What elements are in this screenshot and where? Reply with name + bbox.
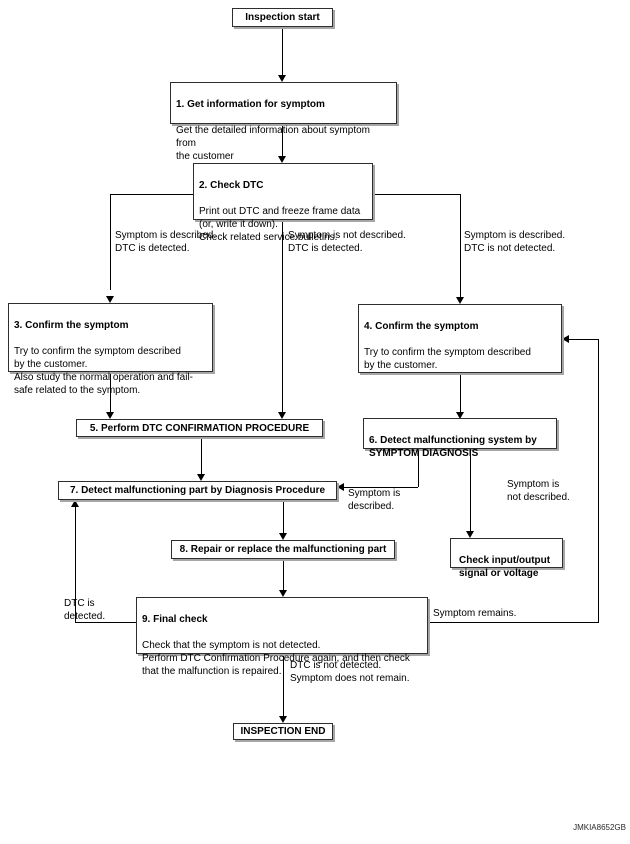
node-label: Inspection start	[245, 12, 320, 23]
node-body: Try to confirm the symptom described by …	[364, 347, 531, 371]
edge-label-symptom-is-described: Symptom is described.	[348, 488, 401, 512]
node-title: 2. Check DTC	[199, 180, 264, 191]
node-inspection-start: Inspection start	[232, 8, 333, 27]
node-inspection-end: INSPECTION END	[233, 723, 333, 740]
connector-6-to-7-v	[418, 449, 419, 487]
edge-label-dtc-not-detected-no-symptom: DTC is not detected. Symptom does not re…	[290, 660, 410, 684]
node-title: 3. Confirm the symptom	[14, 320, 129, 331]
connector-2-to-3	[110, 194, 111, 290]
connector-9-to-4-feedback-h1	[428, 622, 599, 623]
node-title: 4. Confirm the symptom	[364, 321, 479, 332]
connector-9-to-end	[283, 654, 284, 716]
connector-7-to-8	[283, 500, 284, 533]
connector-2-to-5	[282, 220, 283, 412]
node-title: 8. Repair or replace the malfunctioning …	[179, 544, 387, 555]
node-step-5-dtc-confirmation: 5. Perform DTC CONFIRMATION PROCEDURE	[76, 419, 323, 437]
connector-9-to-4-feedback-v	[598, 339, 599, 623]
connector-4-to-6	[460, 373, 461, 412]
connector-8-to-9	[283, 559, 284, 590]
arrowhead-down-icon	[279, 716, 287, 723]
arrowhead-down-icon	[466, 531, 474, 538]
edge-label-symptom-described-dtc-not-detected: Symptom is described. DTC is not detecte…	[464, 230, 566, 254]
arrowhead-down-icon	[106, 296, 114, 303]
arrowhead-down-icon	[278, 156, 286, 163]
edge-label-symptom-remains: Symptom remains.	[433, 608, 517, 619]
node-title: 6. Detect malfunctioning system by SYMPT…	[369, 435, 537, 459]
arrowhead-left-icon	[337, 483, 344, 491]
node-title: 7. Detect malfunctioning part by Diagnos…	[69, 485, 326, 496]
arrowhead-down-icon	[278, 412, 286, 419]
connector-9-to-7-feedback-h	[75, 622, 136, 623]
edge-label-symptom-is-not-described: Symptom is not described.	[507, 479, 570, 503]
node-body: Get the detailed information about sympt…	[176, 125, 370, 162]
node-title: Check input/output signal or voltage	[459, 555, 551, 579]
node-check-input-output: Check input/output signal or voltage	[450, 538, 563, 579]
node-step-9-final-check: 9. Final check Check that the symptom is…	[136, 597, 428, 677]
node-step-3-confirm-symptom: 3. Confirm the symptom Try to confirm th…	[8, 303, 213, 396]
node-title: 1. Get information for symptom	[176, 99, 325, 110]
node-body: Check that the symptom is not detected. …	[142, 640, 410, 677]
edge-label-symptom-described-dtc-detected: Symptom is described. DTC is detected.	[115, 230, 217, 254]
arrowhead-down-icon	[197, 474, 205, 481]
edge-label-dtc-is-detected: DTC is detected.	[64, 598, 106, 622]
arrowhead-down-icon	[456, 412, 464, 419]
node-step-1-get-information: 1. Get information for symptom Get the d…	[170, 82, 397, 162]
figure-code: JMKIA8652GB	[573, 823, 626, 832]
node-label: INSPECTION END	[240, 726, 326, 737]
node-title: 9. Final check	[142, 614, 208, 625]
connector-5-to-7	[201, 437, 202, 474]
node-step-4-confirm-symptom: 4. Confirm the symptom Try to confirm th…	[358, 304, 562, 373]
connector-start-to-1	[282, 27, 283, 76]
node-step-8-repair-replace: 8. Repair or replace the malfunctioning …	[171, 540, 395, 559]
node-body: Try to confirm the symptom described by …	[14, 346, 193, 396]
node-step-7-diagnosis-procedure: 7. Detect malfunctioning part by Diagnos…	[58, 481, 337, 500]
connector-2-branch-left-h	[110, 194, 194, 195]
arrowhead-up-icon	[71, 500, 79, 507]
connector-2-branch-right-h	[373, 194, 461, 195]
arrowhead-down-icon	[106, 412, 114, 419]
node-body: Print out DTC and freeze frame data (or,…	[199, 206, 361, 243]
connector-9-to-4-feedback-h2	[569, 339, 598, 340]
node-step-6-symptom-diagnosis: 6. Detect malfunctioning system by SYMPT…	[363, 418, 557, 459]
node-title: 5. Perform DTC CONFIRMATION PROCEDURE	[89, 422, 310, 434]
connector-6-to-checkio	[470, 449, 471, 531]
arrowhead-down-icon	[456, 297, 464, 304]
connector-1-to-2	[282, 124, 283, 156]
node-step-2-check-dtc: 2. Check DTC Print out DTC and freeze fr…	[193, 163, 373, 243]
edge-label-symptom-not-described-dtc-detected: Symptom is not described. DTC is detecte…	[288, 230, 406, 254]
connector-2-to-4	[460, 194, 461, 297]
connector-6-to-7-h	[344, 487, 418, 488]
arrowhead-down-icon	[279, 590, 287, 597]
connector-9-to-7-feedback-v	[75, 507, 76, 622]
arrowhead-left-icon	[562, 335, 569, 343]
arrowhead-down-icon	[279, 533, 287, 540]
arrowhead-down-icon	[278, 75, 286, 82]
connector-3-to-5	[110, 372, 111, 412]
